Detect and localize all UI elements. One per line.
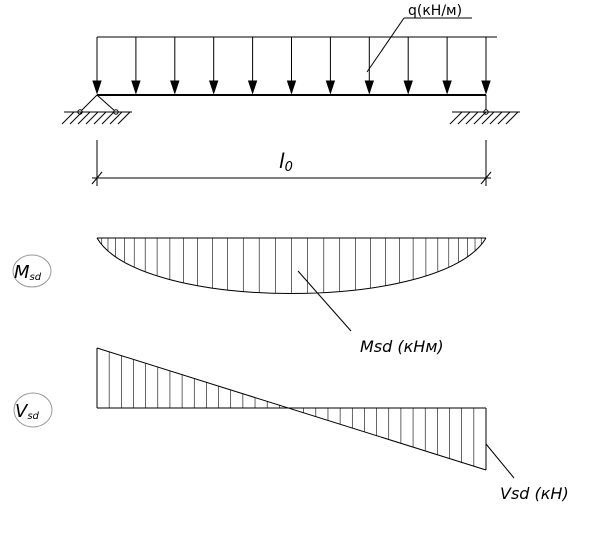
span-label: l0 — [279, 149, 293, 175]
shear-badge: Vsd — [13, 392, 53, 428]
shear-hatch — [108, 351, 475, 467]
roller-support-right — [449, 95, 520, 125]
svg-text:Vsd: Vsd — [15, 401, 40, 422]
ground-hatch-line — [497, 111, 511, 125]
load-arrow-head — [325, 80, 336, 95]
distributed-load — [92, 17, 497, 95]
load-label-leader — [366, 17, 405, 73]
ground-hatch-line — [465, 111, 479, 125]
shear-diagram-label: Vsd (кН) — [500, 484, 569, 503]
pinned-support-left — [61, 94, 132, 125]
load-arrow-head — [364, 80, 374, 95]
ground-hatch-line — [69, 111, 83, 125]
ground-hatch-line — [505, 111, 519, 125]
ground-hatch-line — [61, 111, 75, 125]
moment-badge-main: M — [14, 262, 30, 283]
load-arrow-head — [131, 80, 141, 95]
svg-text:Msd: Msd — [14, 262, 42, 283]
ground-hatch-line — [481, 111, 495, 125]
load-arrow-head — [481, 80, 491, 95]
load-arrow-head — [286, 80, 297, 95]
span-dimension — [91, 140, 492, 186]
shear-diagonal — [96, 347, 487, 471]
shear-label-leader — [485, 443, 515, 479]
moment-label-leader — [297, 270, 352, 332]
moment-badge-sub: sd — [30, 272, 42, 283]
shear-badge-main: V — [15, 401, 29, 422]
ground-hatch-line — [117, 111, 131, 125]
moment-badge: Msd — [12, 254, 52, 288]
moment-parabola — [96, 237, 487, 294]
ground-hatch-line — [489, 111, 503, 125]
moment-diagram — [96, 237, 487, 332]
load-arrow-head — [92, 80, 102, 95]
moment-diagram-label: Msd (кНм) — [360, 337, 444, 356]
load-arrow-head — [209, 80, 219, 95]
ground-hatch-line — [457, 111, 471, 125]
load-arrow-head — [442, 80, 452, 95]
ground-hatch-line — [449, 111, 463, 125]
load-arrow-head — [247, 80, 258, 95]
load-arrow-head — [170, 80, 180, 95]
moment-hatch — [101, 238, 482, 294]
shear-badge-sub: sd — [27, 411, 39, 422]
ground-hatch-line — [109, 111, 123, 125]
ground-hatch-line — [473, 111, 487, 125]
ground-hatch-line — [77, 111, 91, 125]
shear-diagram — [96, 347, 515, 479]
load-label: q(кН/м) — [408, 3, 462, 19]
load-arrow-head — [403, 80, 413, 95]
ground-hatch-line — [93, 111, 107, 125]
load-arrows — [92, 37, 491, 95]
ground-hatch-line — [101, 111, 115, 125]
ground-hatch-line — [85, 111, 99, 125]
